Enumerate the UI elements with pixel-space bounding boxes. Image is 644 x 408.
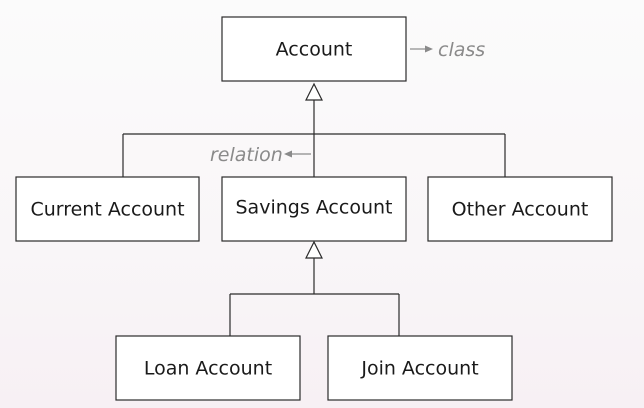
class-box-loan-account: Loan Account — [115, 335, 301, 401]
annotation-relation: relation — [210, 144, 311, 166]
class-box-join-account: Join Account — [327, 335, 513, 401]
annotation-class-arrowhead — [425, 45, 433, 53]
class-box-savings-account: Savings Account — [221, 176, 407, 242]
class-label-account: Account — [276, 39, 353, 61]
class-label-other-account: Other Account — [452, 199, 589, 221]
inheritance-connectors — [122, 100, 506, 336]
inheritance-arrowhead-account — [305, 82, 323, 101]
annotation-class-label: class — [438, 39, 485, 61]
class-box-account: Account — [221, 16, 407, 82]
class-label-join-account: Join Account — [360, 358, 478, 380]
annotation-relation-arrowhead — [284, 150, 292, 158]
class-label-savings-account: Savings Account — [236, 197, 393, 219]
class-box-current-account: Current Account — [15, 176, 200, 242]
annotation-class: class — [410, 39, 485, 61]
class-label-current-account: Current Account — [30, 199, 184, 221]
class-label-loan-account: Loan Account — [144, 358, 272, 380]
class-box-other-account: Other Account — [427, 176, 613, 242]
inheritance-arrowhead-savings — [305, 240, 323, 259]
annotation-relation-label: relation — [210, 144, 283, 166]
